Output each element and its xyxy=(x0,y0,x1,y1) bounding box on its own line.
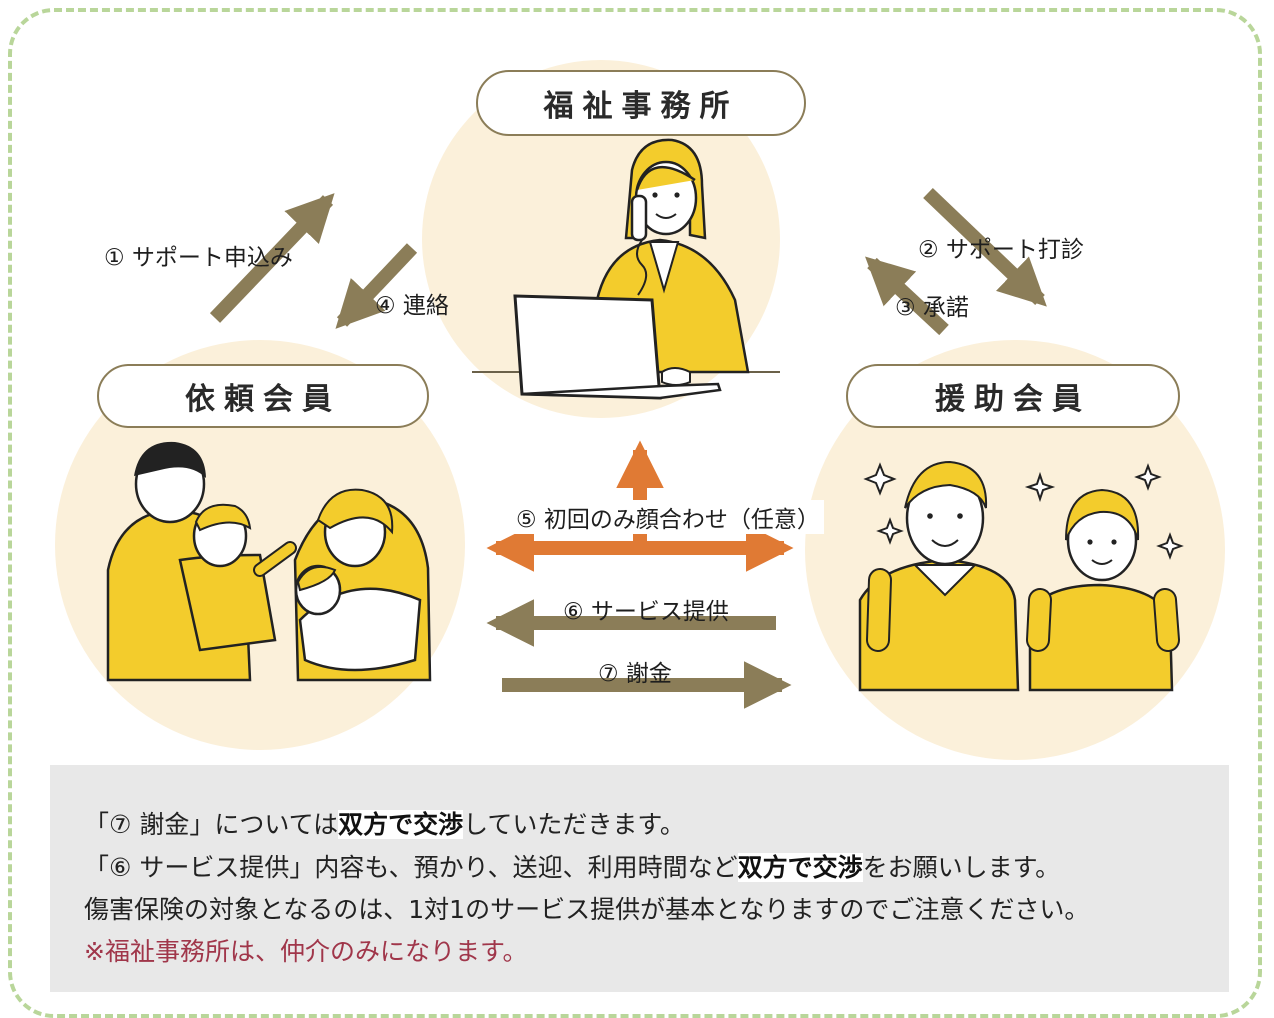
notes-box: 「⑦ 謝金」については双方で交渉していただきます。 「⑥ サービス提供」内容も、… xyxy=(50,765,1229,992)
note-line-1: 「⑦ 謝金」については双方で交渉していただきます。 xyxy=(84,805,685,841)
note-1-text: 「⑦ 謝金」については xyxy=(84,810,339,839)
step-7-label: ⑦ 謝金 xyxy=(598,661,672,687)
step-1-label: ① サポート申込み xyxy=(104,245,293,271)
family-icon xyxy=(106,441,432,682)
arrow-step-2 xyxy=(923,187,1047,307)
note-1-text-end: していただきます。 xyxy=(463,810,685,839)
note-2-text: 「⑥ サービス提供」内容も、預かり、送迎、利用時間など xyxy=(84,853,738,882)
step-2-label: ② サポート打診 xyxy=(918,237,1084,263)
note-1-emphasis: 双方で交渉 xyxy=(338,810,464,839)
arrow-step-1 xyxy=(209,193,335,323)
laptop-icon xyxy=(513,294,722,400)
step-6-label: ⑥ サービス提供 xyxy=(563,599,729,625)
note-line-2: 「⑥ サービス提供」内容も、預かり、送迎、利用時間など双方で交渉をお願いします。 xyxy=(84,848,1060,884)
requester-pill: 依頼会員 xyxy=(97,364,429,428)
note-2-emphasis: 双方で交渉 xyxy=(737,853,863,882)
note-line-4-warning: ※福祉事務所は、仲介のみになります。 xyxy=(84,937,528,966)
note-line-3: 傷害保険の対象となるのは、1対1のサービス提供が基本となりますのでご注意ください… xyxy=(84,895,1090,924)
note-2-text-end: をお願いします。 xyxy=(862,853,1061,882)
office-pill: 福祉事務所 xyxy=(476,70,806,136)
senior-couple-icon xyxy=(858,460,1180,692)
step-4-label: ④ 連絡 xyxy=(375,293,449,319)
sparkle-icon xyxy=(863,462,1184,560)
arrow-step-3 xyxy=(865,256,949,336)
arrow-step-4 xyxy=(335,243,418,329)
helper-pill: 援助会員 xyxy=(846,364,1180,428)
step-5-label: ⑤ 初回のみ顔合わせ（任意） xyxy=(512,500,824,534)
step-3-label: ③ 承諾 xyxy=(895,295,969,321)
